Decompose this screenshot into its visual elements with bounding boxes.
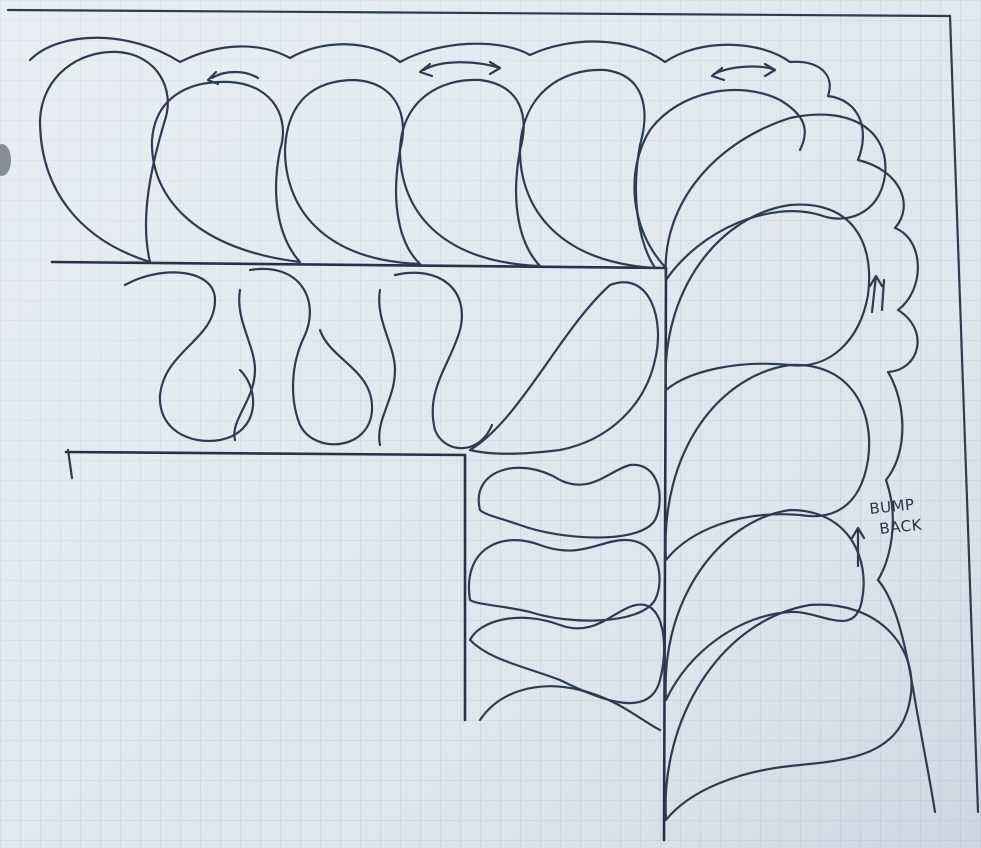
sketch-photo: BUMP BACK bbox=[0, 0, 981, 848]
quilting-sketch: BUMP BACK bbox=[0, 0, 981, 848]
